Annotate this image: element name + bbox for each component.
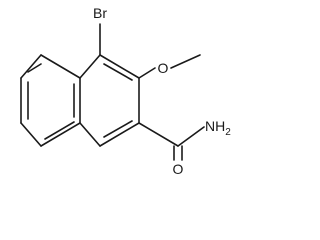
bond-c8-c8a [40, 122, 81, 147]
chemical-structure: Br O NH2 O [20, 5, 231, 177]
bond-c4a-c5 [40, 54, 81, 79]
bond-o-ch3 [170, 54, 201, 69]
bond-c4-c3 [99, 54, 140, 79]
atom-amide-nitrogen-label: NH2 [205, 118, 231, 138]
atom-amide-nitrogen-text: NH [205, 118, 225, 134]
bond-c5-c6 [20, 54, 42, 79]
atom-bromine-label: Br [93, 5, 107, 21]
bond-c4a-c4 [79, 54, 101, 79]
bond-c1-c8a [79, 122, 101, 147]
bond-c2-carbonyl [138, 122, 179, 147]
atom-carbonyl-oxygen-label: O [173, 161, 184, 177]
atom-methoxy-oxygen-label: O [158, 60, 169, 76]
bond-c5-c6-inner [27, 63, 42, 73]
bond-c8-c8a-inner [44, 121, 75, 140]
bond-carbonyl-n [177, 126, 205, 147]
bond-c2-c1-inner [103, 120, 133, 138]
atom-amide-nitrogen-subscript: 2 [225, 127, 231, 138]
bond-c7-c8 [20, 122, 42, 147]
bond-c3-o [138, 67, 156, 79]
bond-c4-c3-inner [103, 63, 133, 81]
bond-c2-c1 [99, 122, 140, 147]
